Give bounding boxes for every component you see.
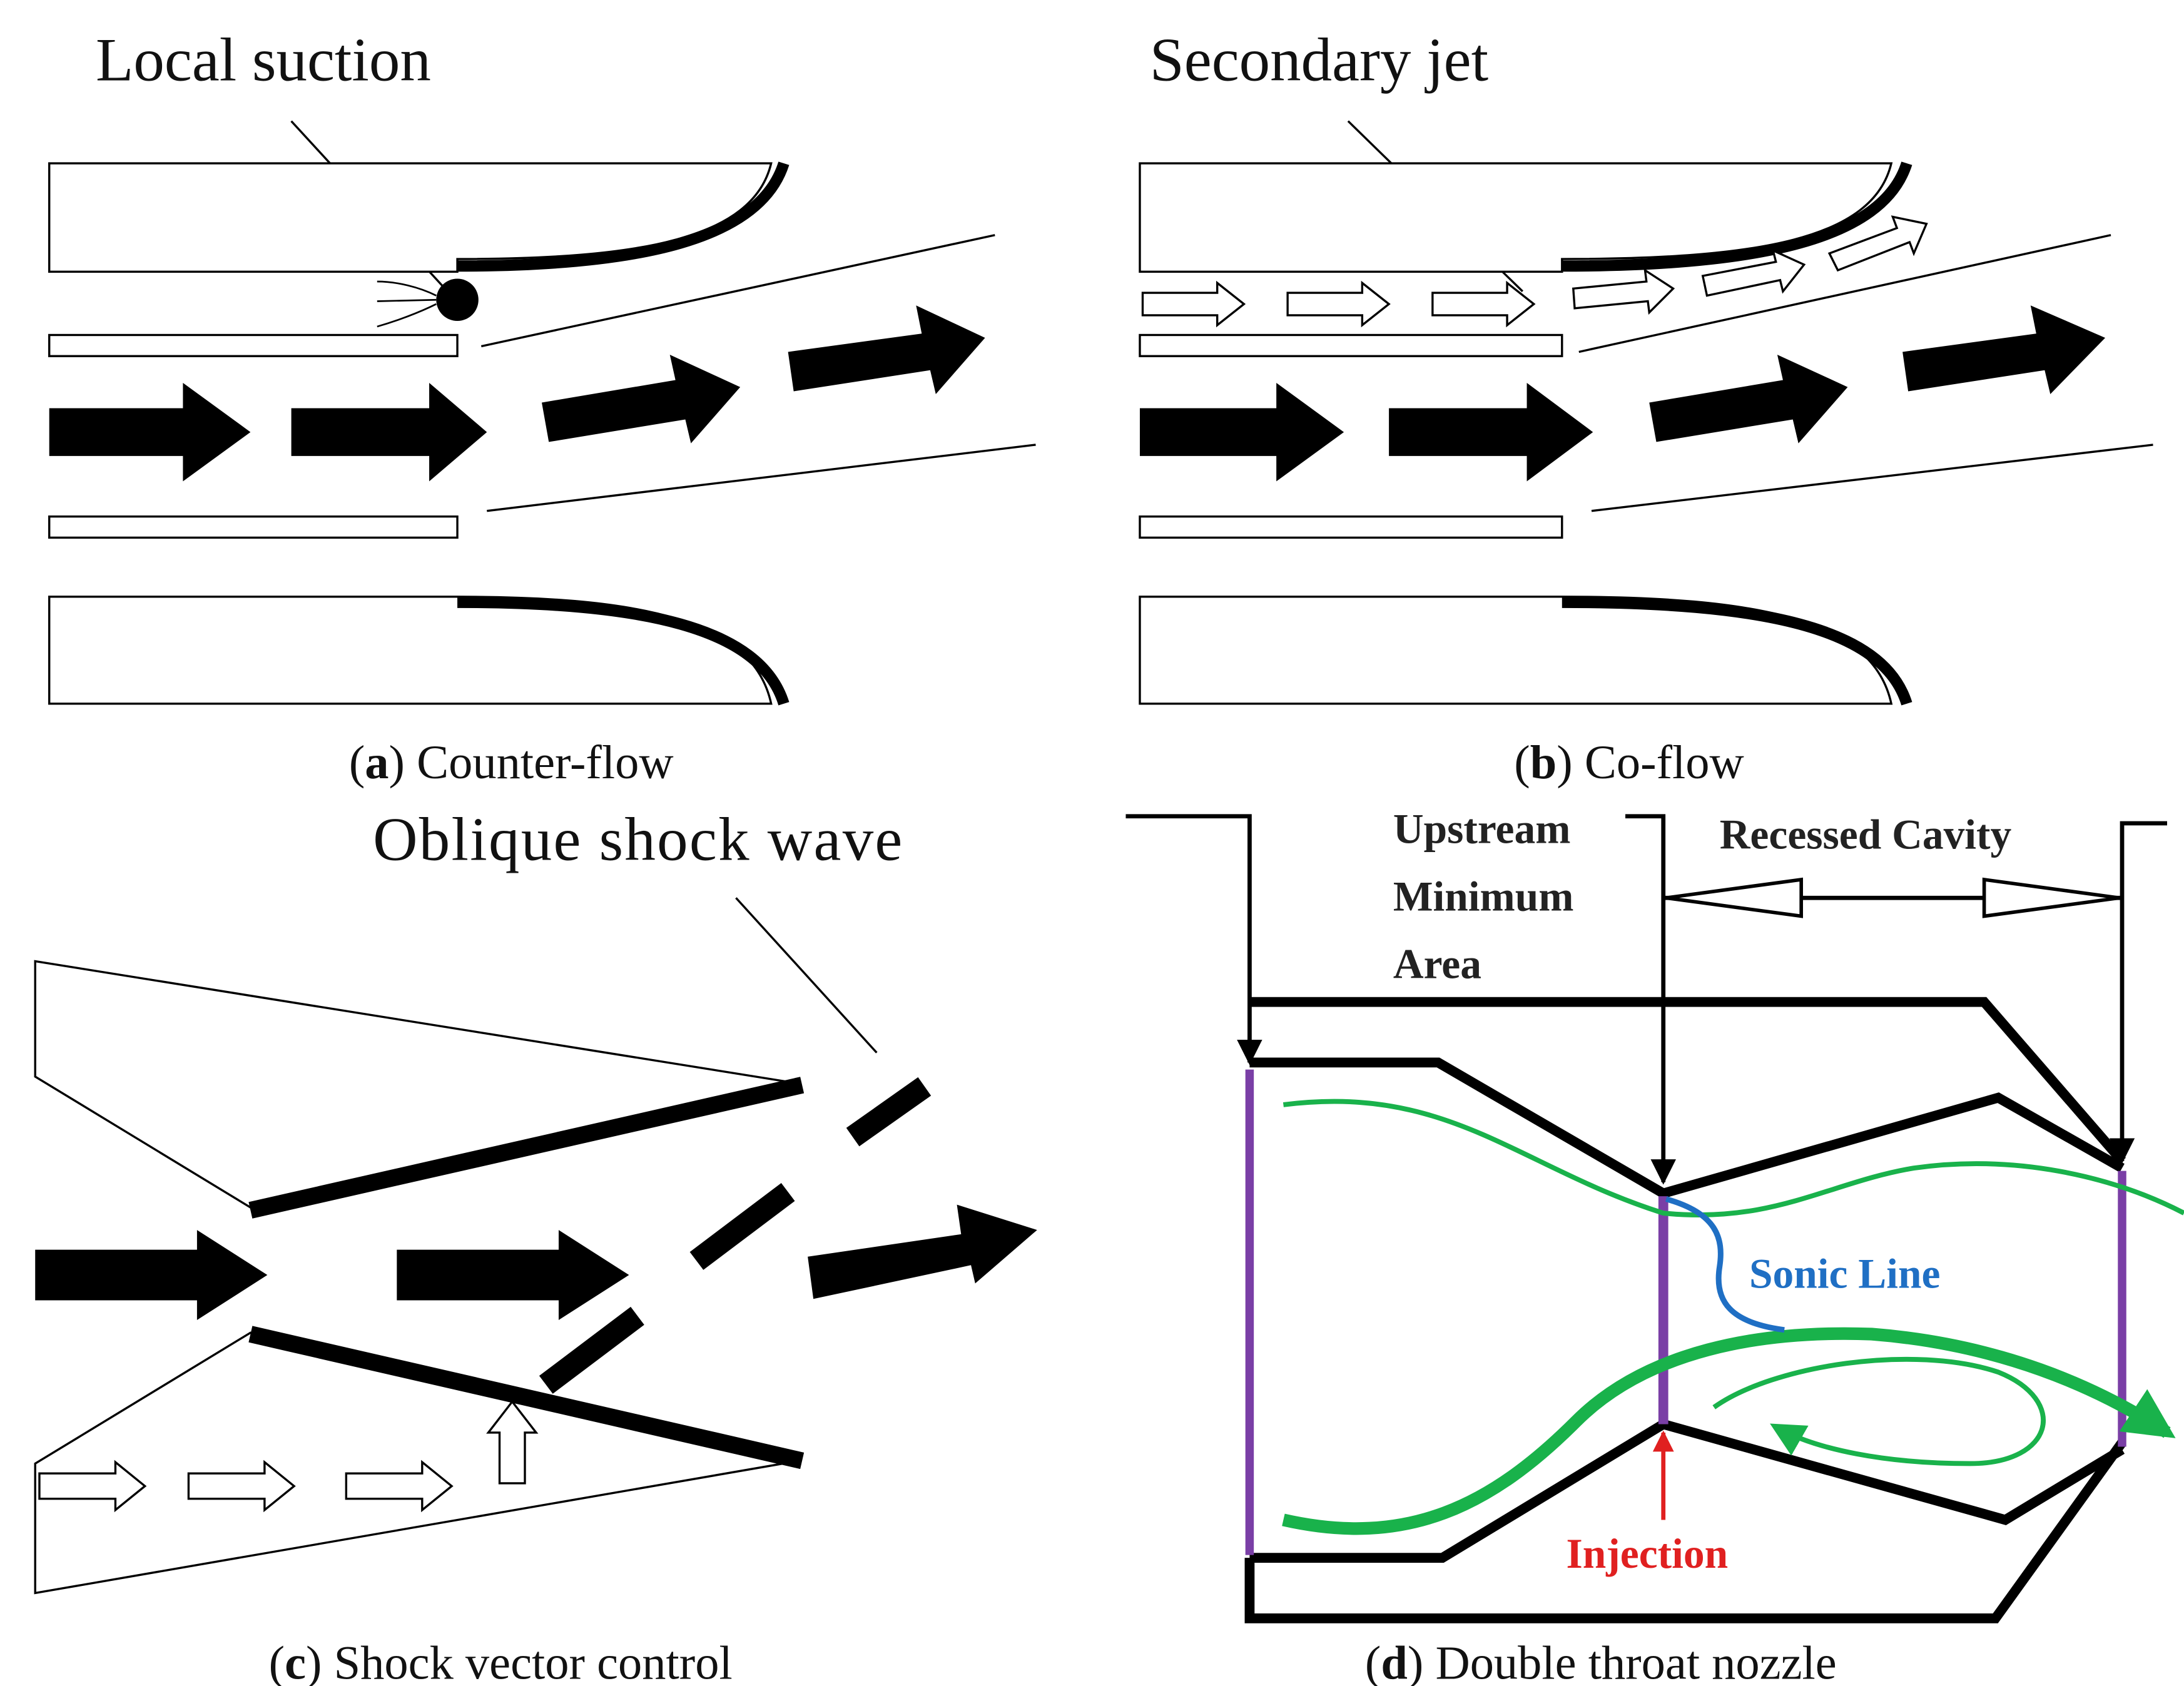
caption-b: (b) Co-flow <box>1514 736 1744 789</box>
primary-flow-arrow <box>1389 382 1593 482</box>
exit-leader <box>2109 821 2168 1164</box>
secondary-flow-arrow <box>1286 280 1391 328</box>
primary-flow-arrow <box>788 305 985 394</box>
upstream-label-line3: Area <box>1393 940 1481 987</box>
caption-c-letter: c <box>285 1637 306 1686</box>
secondary-flow-arrow <box>38 1460 147 1513</box>
caption-b-letter: b <box>1530 736 1557 789</box>
primary-flow-arrow <box>49 382 251 482</box>
recirculation-streamline <box>1712 1356 2046 1466</box>
caption-a-text: Counter-flow <box>417 736 673 789</box>
secondary-flow-arrow <box>1141 280 1246 328</box>
lower-divergent-wall <box>457 596 790 706</box>
caption-c-text: Shock vector control <box>334 1637 733 1686</box>
primary-flow-arrow <box>1649 354 1848 444</box>
primary-flow-arrow <box>1139 382 1344 482</box>
primary-flow-arrow <box>397 1230 629 1321</box>
shock-segment <box>846 1077 932 1147</box>
entrance-leader <box>1125 814 1262 1065</box>
local-suction-label: Local suction <box>96 26 431 94</box>
oblique-shock-label: Oblique shock wave <box>373 805 904 873</box>
primary-flow-arrow <box>291 382 487 482</box>
sonic-line-label: Sonic Line <box>1749 1250 1941 1297</box>
upper-divergent-wall <box>457 161 790 272</box>
upper-slot-plate <box>48 333 459 357</box>
suction-streaks-icon <box>377 280 437 328</box>
secondary-flow-arrow <box>1701 248 1806 297</box>
upper-jet-boundary <box>480 234 995 348</box>
secondary-flow-arrow <box>345 1460 454 1513</box>
outer-nozzle-body-top <box>1249 997 2126 1165</box>
caption-a: (a) Counter-flow <box>349 736 674 789</box>
panel-d-double-throat-nozzle: Upstream Minimum Area Recessed Cavity So… <box>1125 806 2184 1686</box>
caption-b-text: Co-flow <box>1585 736 1744 789</box>
primary-flow-arrow <box>808 1204 1037 1299</box>
caption-d-text: Double throat nozzle <box>1435 1637 1836 1686</box>
upstream-label-line1: Upstream <box>1393 806 1571 853</box>
primary-flow-arrow <box>542 354 741 444</box>
injection-port-arrow <box>486 1399 539 1485</box>
primary-flow-arrow <box>1902 305 2106 394</box>
secondary-flow-arrow <box>1431 280 1536 328</box>
caption-d: (d) Double throat nozzle <box>1365 1637 1837 1686</box>
panel-a-counter-flow: Local suction (a) Counter-flow <box>48 26 1036 789</box>
panel-c-shock-vector-control: Oblique shock wave (c) Shock vector cont… <box>34 805 1037 1686</box>
primary-flow-arrow <box>35 1230 268 1321</box>
lower-slot-plate <box>48 515 459 539</box>
oblique-shock-leader <box>735 897 878 1054</box>
secondary-jet-label: Secondary jet <box>1150 26 1488 94</box>
sonic-line <box>1665 1196 1785 1333</box>
upper-nozzle-wall <box>248 1077 805 1219</box>
recessed-cavity-label: Recessed Cavity <box>1720 811 2012 858</box>
lower-wall <box>48 596 773 705</box>
panel-b-co-flow: Secondary jet (b) Co-flow <box>1139 26 2153 789</box>
primary-jet-streamline <box>1282 1327 2176 1535</box>
lower-wall <box>1139 596 1893 705</box>
lower-jet-boundary <box>1591 444 2153 512</box>
injection-label: Injection <box>1567 1530 1729 1577</box>
outer-nozzle-body-bottom <box>1244 1440 2126 1623</box>
suction-point <box>436 278 479 321</box>
cavity-dimension-arrow-right <box>1982 877 2120 918</box>
caption-a-letter: a <box>365 736 389 789</box>
upper-slot-plate <box>1139 333 1563 357</box>
upper-shear-streamline <box>1282 1099 2184 1217</box>
upper-divergent-wall <box>1562 161 1912 272</box>
cavity-dimension-arrow-left <box>1665 877 1803 918</box>
inner-wall-upper <box>1249 1057 2125 1199</box>
upper-jet-boundary <box>1578 234 2111 353</box>
upper-wall <box>48 162 773 273</box>
upstream-label-line2: Minimum <box>1393 873 1574 920</box>
lower-slot-plate <box>1139 515 1563 539</box>
secondary-flow-arrow <box>1572 268 1675 315</box>
shock-segment <box>689 1182 795 1270</box>
lower-jet-boundary <box>487 444 1036 512</box>
caption-d-letter: d <box>1381 1637 1408 1686</box>
lower-divergent-wall <box>1562 596 1912 706</box>
shock-segment <box>539 1306 644 1394</box>
secondary-flow-arrow <box>1827 215 1928 272</box>
lower-nozzle-wall <box>248 1326 805 1470</box>
caption-c: (c) Shock vector control <box>269 1637 733 1686</box>
secondary-flow-arrow <box>187 1460 296 1513</box>
upstream-minimum-leader <box>1625 814 1676 1185</box>
